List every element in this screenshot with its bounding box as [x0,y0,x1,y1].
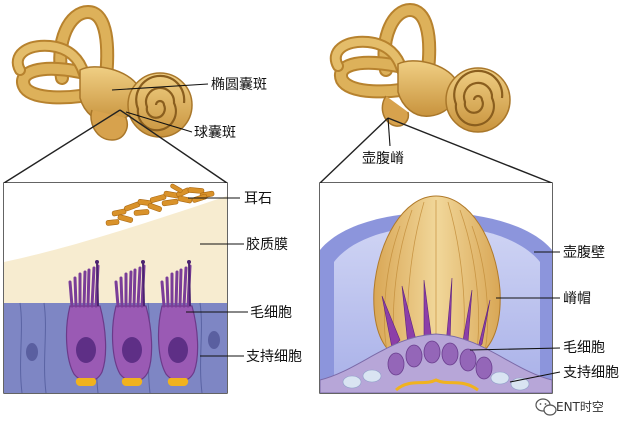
wechat-icon [535,398,557,416]
crista-detail [320,183,552,393]
watermark-text: ENT时空 [556,400,604,414]
label-supporting-cells-right: 支持细胞 [563,365,619,381]
label-crista-ampullaris: 壶腹嵴 [362,150,404,167]
left-labyrinth [11,4,193,141]
otolith-crystals [105,183,215,226]
label-cupula: 嵴帽 [563,291,591,307]
watermark: ENT时空 [535,398,604,416]
right-labyrinth [329,2,511,133]
label-ampulla-wall: 壶腹壁 [563,244,605,261]
label-hair-cells-right: 毛细胞 [563,340,605,356]
leader-lines [111,83,561,383]
label-utricular-macula: 椭圆囊斑 [211,76,267,93]
label-supporting-cells-left: 支持细胞 [246,349,302,365]
label-otolithic-membrane: 胶质膜 [246,236,288,253]
label-otoliths: 耳石 [244,191,272,207]
label-hair-cells-left: 毛细胞 [250,305,292,321]
labels: 椭圆囊斑 球囊斑 耳石 胶质膜 毛细胞 支持细胞 壶腹嵴 壶腹壁 嵴帽 毛细胞 … [194,76,619,381]
label-saccular-macula: 球囊斑 [194,124,236,141]
macula-hair-cells [65,260,199,386]
macula-detail [4,183,227,393]
